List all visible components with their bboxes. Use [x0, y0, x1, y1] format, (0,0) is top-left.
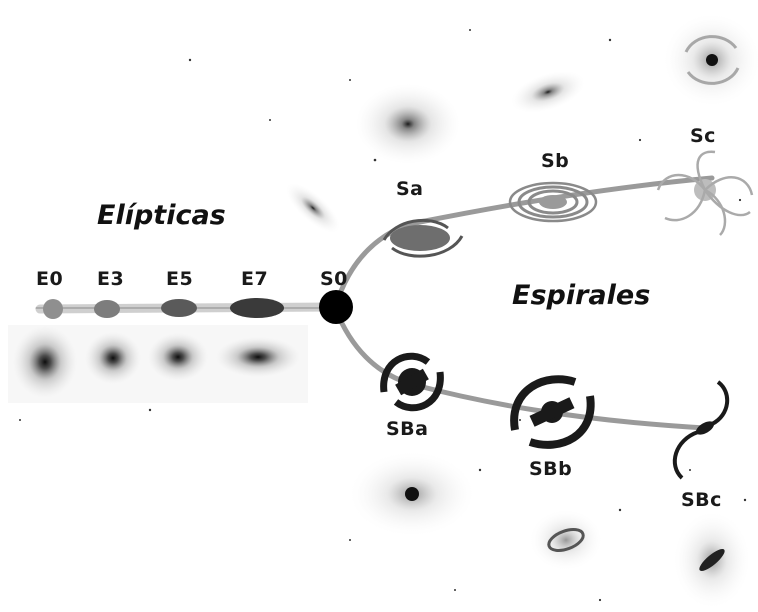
sb-label: Sb: [541, 150, 569, 172]
e0-symbol: [43, 299, 63, 319]
spiral-photos: [279, 14, 758, 240]
e5-galaxy-photo: [148, 333, 208, 381]
sba-symbol: [384, 356, 441, 408]
sc-label: Sc: [690, 125, 716, 147]
sa-symbol: [384, 220, 462, 256]
e5-symbol: [161, 299, 197, 317]
e3-symbol: [94, 300, 120, 318]
sba-label: SBa: [386, 418, 429, 440]
sbb-galaxy-photo: [530, 510, 602, 570]
e7-label: E7: [241, 268, 268, 290]
elliptical-photos: [8, 325, 308, 403]
e5-label: E5: [166, 268, 193, 290]
sa-galaxy-photo: [356, 84, 460, 164]
sba-galaxy-core: [405, 487, 419, 501]
sc-galaxy-core: [706, 54, 718, 66]
sbc-symbol: [675, 382, 727, 478]
sbc-label: SBc: [681, 489, 722, 511]
e3-galaxy-photo: [85, 332, 141, 384]
e7-symbol: [230, 298, 284, 318]
s0-symbol: [319, 290, 353, 324]
s0-galaxy-photo: [279, 176, 347, 241]
sbb-label: SBb: [529, 458, 572, 480]
sbb-symbol: [514, 379, 591, 445]
sc-symbol: [658, 152, 752, 235]
spiral-title: Espirales: [512, 280, 650, 311]
e0-galaxy-photo: [13, 326, 77, 398]
elliptical-title: Elípticas: [97, 200, 226, 231]
e7-galaxy-photo: [216, 337, 300, 377]
e0-label: E0: [36, 268, 63, 290]
sb-galaxy-photo: [506, 63, 589, 121]
s0-label: S0: [320, 268, 348, 290]
sa-label: Sa: [396, 178, 424, 200]
e3-label: E3: [97, 268, 124, 290]
